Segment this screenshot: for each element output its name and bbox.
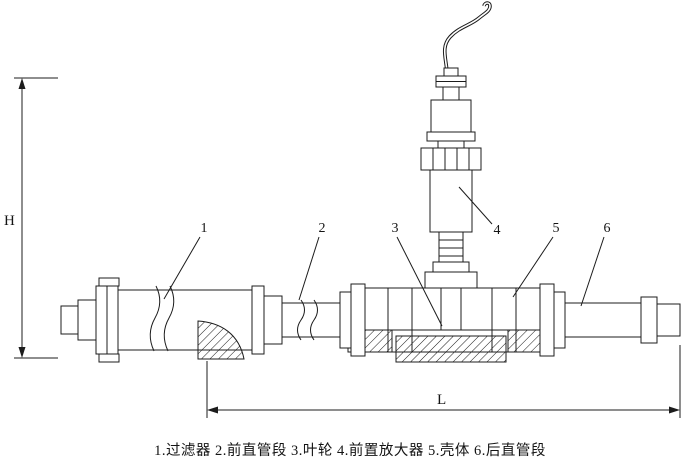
upper-neck <box>437 140 465 149</box>
callout-6-number: 6 <box>604 221 611 236</box>
reducer-body <box>263 295 283 345</box>
leader-3 <box>396 236 443 327</box>
leader-5 <box>512 236 554 298</box>
callout-1-number: 1 <box>201 221 208 236</box>
signal-cable <box>442 1 492 73</box>
connector-neck <box>442 86 460 101</box>
end-plug <box>60 305 79 335</box>
filter-element <box>197 320 245 360</box>
flange-plate <box>106 285 119 355</box>
spacer-disc <box>426 131 476 142</box>
l-arrow-right <box>669 406 680 414</box>
filter <box>60 277 252 363</box>
housing-flange-right-inner <box>539 283 555 357</box>
threaded-stem <box>438 231 464 263</box>
leader-2 <box>298 236 320 301</box>
pipe-break-line <box>310 299 318 341</box>
leader-4 <box>458 186 493 225</box>
flange-bolt-bottom <box>98 353 120 363</box>
leader-1 <box>163 236 201 300</box>
pipe-break-line <box>163 285 175 352</box>
dimension-l: L <box>206 345 681 418</box>
preamplifier <box>420 67 482 289</box>
front-straight-pipe <box>251 285 341 355</box>
callout-4-number: 4 <box>494 223 501 238</box>
h-arrow-down <box>18 347 26 358</box>
flange-bolt-top <box>98 277 120 287</box>
mounting-boss <box>424 271 478 289</box>
end-nut <box>77 299 97 341</box>
pipe-break-line <box>297 299 305 341</box>
callout-3-number: 3 <box>392 221 399 236</box>
dimension-h-label: H <box>4 213 15 229</box>
callout-leaders <box>163 186 605 327</box>
cable-line-inner <box>443 2 491 73</box>
amplifier-body <box>429 169 473 233</box>
callout-2-number: 2 <box>319 221 326 236</box>
reducer-flange <box>251 285 265 355</box>
figure-caption: 1.过滤器 2.前直管段 3.叶轮 4.前置放大器 5.壳体 6.后直管段 <box>154 442 546 459</box>
h-arrow-up <box>18 78 26 89</box>
housing-flange-left-inner <box>350 283 366 357</box>
housing-flange-right-outer <box>553 291 566 349</box>
end-nipple <box>656 303 681 337</box>
dimension-h: H <box>4 77 58 359</box>
amplifier-head <box>430 99 472 133</box>
end-coupling <box>640 296 658 344</box>
l-arrow-left <box>207 406 218 414</box>
rear-straight-pipe <box>565 296 681 344</box>
section-block <box>395 335 507 363</box>
coupling-nut <box>420 147 482 171</box>
connector-cap <box>443 67 459 77</box>
callout-5-number: 5 <box>553 221 560 236</box>
dimension-l-label: L <box>437 392 446 408</box>
leader-6 <box>580 236 605 307</box>
cable-line <box>442 1 492 73</box>
pipe-break-line <box>149 285 161 352</box>
housing-flange-left-outer <box>339 291 352 349</box>
housing <box>339 283 566 363</box>
flange-plate <box>95 285 108 355</box>
locknut <box>432 261 470 273</box>
